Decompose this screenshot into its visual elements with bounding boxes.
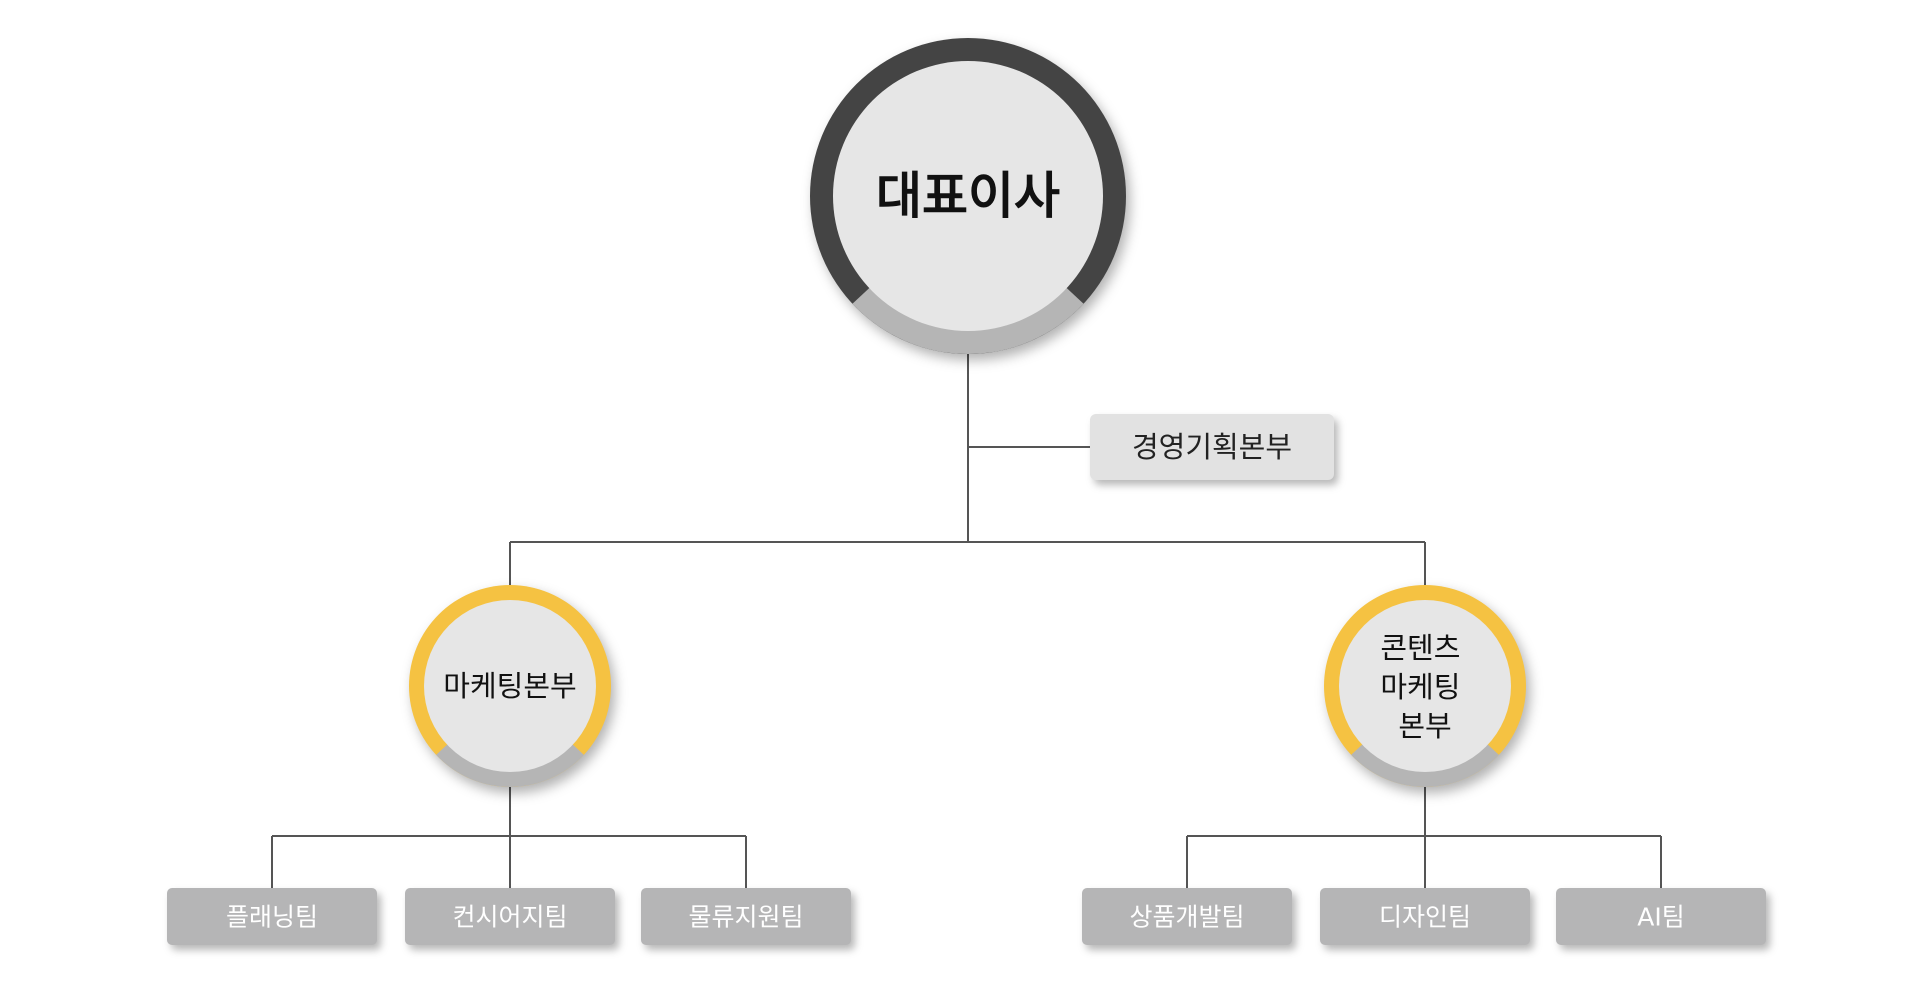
division-2-label: 콘텐츠 마케팅 본부 bbox=[1380, 631, 1469, 743]
team-box-rect bbox=[1556, 888, 1766, 945]
team-box-rect bbox=[1082, 888, 1292, 945]
team-label: 디자인팀 bbox=[1379, 903, 1471, 932]
team-box bbox=[405, 888, 615, 945]
team-box bbox=[1320, 888, 1530, 945]
team-box-rect bbox=[167, 888, 377, 945]
team-label: 물류지원팀 bbox=[688, 903, 803, 932]
division-1-label-line: 마케팅본부 bbox=[443, 669, 576, 703]
staff-box-rect bbox=[1090, 414, 1334, 480]
team-box bbox=[641, 888, 851, 945]
division-2-label-line: 콘텐츠 bbox=[1380, 631, 1460, 665]
staff-label: 경영기획본부 bbox=[1132, 430, 1292, 464]
team-boxes: 플래닝팀 컨시어지팀 물류지원팀 상품개발팀 디자인팀 AI팀 bbox=[167, 888, 1766, 945]
ceo-label: 대표이사 bbox=[876, 167, 1060, 225]
team-box-rect bbox=[405, 888, 615, 945]
team-label: 상품개발팀 bbox=[1129, 903, 1244, 932]
division-node-1 bbox=[409, 585, 611, 787]
team-box bbox=[167, 888, 377, 945]
division-2-label-line: 본부 bbox=[1398, 709, 1451, 743]
division-node-2 bbox=[1324, 585, 1526, 787]
staff-box bbox=[1090, 414, 1334, 480]
division-1-inner-circle bbox=[424, 600, 596, 772]
team-box bbox=[1082, 888, 1292, 945]
connector-lines bbox=[271, 352, 1662, 888]
team-label: 컨시어지팀 bbox=[452, 903, 567, 932]
team-box bbox=[1556, 888, 1766, 945]
division-2-inner-circle bbox=[1339, 600, 1511, 772]
ceo-node bbox=[810, 38, 1126, 354]
division-2-label-line: 마케팅 bbox=[1380, 670, 1460, 704]
team-box-rect bbox=[1320, 888, 1530, 945]
team-label: 플래닝팀 bbox=[226, 903, 318, 932]
team-label: AI팀 bbox=[1637, 903, 1684, 932]
ceo-inner-circle bbox=[833, 61, 1103, 331]
division-1-label: 마케팅본부 bbox=[443, 669, 576, 703]
team-box-rect bbox=[641, 888, 851, 945]
